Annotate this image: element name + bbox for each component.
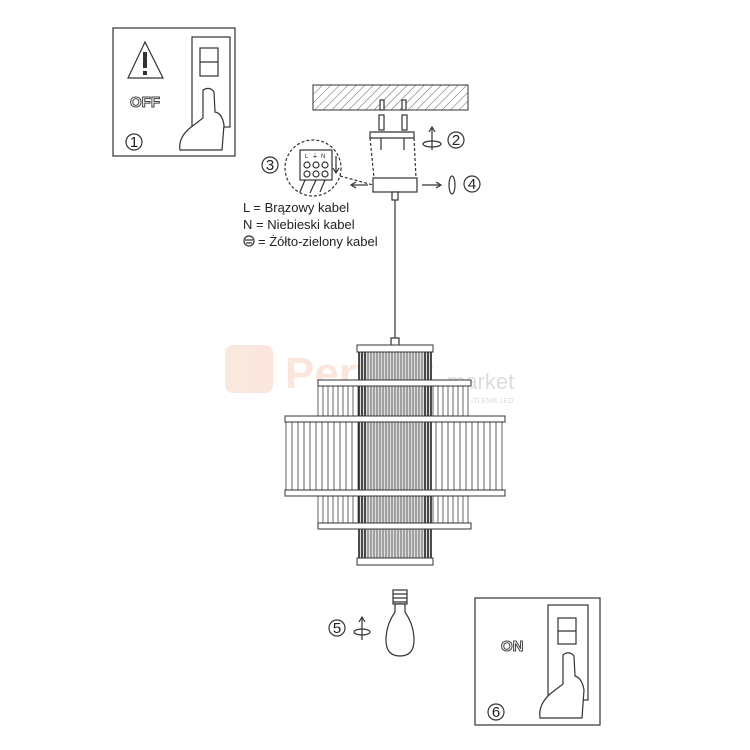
step5-number: 5 (333, 620, 341, 637)
wire-legend: L = Brązowy kabel N = Niebieski kabel = … (243, 200, 378, 249)
warning-triangle-icon (127, 40, 164, 79)
screw-icon (378, 99, 408, 150)
hand-pointer-icon (179, 87, 225, 151)
light-bulb-icon (385, 589, 415, 657)
rotate-arrow-icon (422, 125, 442, 150)
watermark-tagline: OŚWIETLENIE LED (450, 396, 513, 405)
hand-pointer-icon (539, 652, 585, 719)
terminal-label-n: N (321, 154, 325, 160)
terminal-label-l: L (305, 154, 309, 160)
middle-tier-top-ring (317, 379, 472, 387)
outer-tier-top-ring (284, 415, 506, 423)
step3-number: 3 (266, 157, 274, 174)
earth-ground-icon (243, 235, 255, 247)
step2-number: 2 (452, 132, 460, 149)
legend-line-earth: = Żółto-zielony kabel (258, 234, 378, 249)
step6-panel: ON 6 (474, 597, 601, 726)
rotate-arrow-icon (353, 615, 371, 640)
bottom-cap (356, 557, 434, 566)
step1-panel: OFF 1 (112, 27, 236, 157)
terminal-block-detail: L ⏚ N (284, 139, 374, 197)
side-screw-arrows (349, 175, 456, 195)
legend-line-n: N = Niebieski kabel (243, 217, 355, 232)
step6-number: 6 (492, 704, 500, 721)
ceiling (312, 84, 469, 111)
off-label: OFF (130, 94, 160, 111)
outer-tier-bottom-ring (284, 489, 506, 497)
terminal-label-earth: ⏚ (312, 153, 318, 160)
rotate-arrow-icon (448, 175, 456, 195)
on-label: ON (501, 638, 524, 655)
step1-number: 1 (130, 134, 138, 151)
middle-tier-bottom-ring (317, 522, 472, 530)
canopy (369, 131, 418, 201)
legend-line-l: L = Brązowy kabel (243, 200, 349, 215)
pendant-lamp (284, 344, 506, 566)
top-cap (356, 344, 434, 353)
watermark-logo (225, 345, 273, 393)
step4-number: 4 (468, 176, 476, 193)
